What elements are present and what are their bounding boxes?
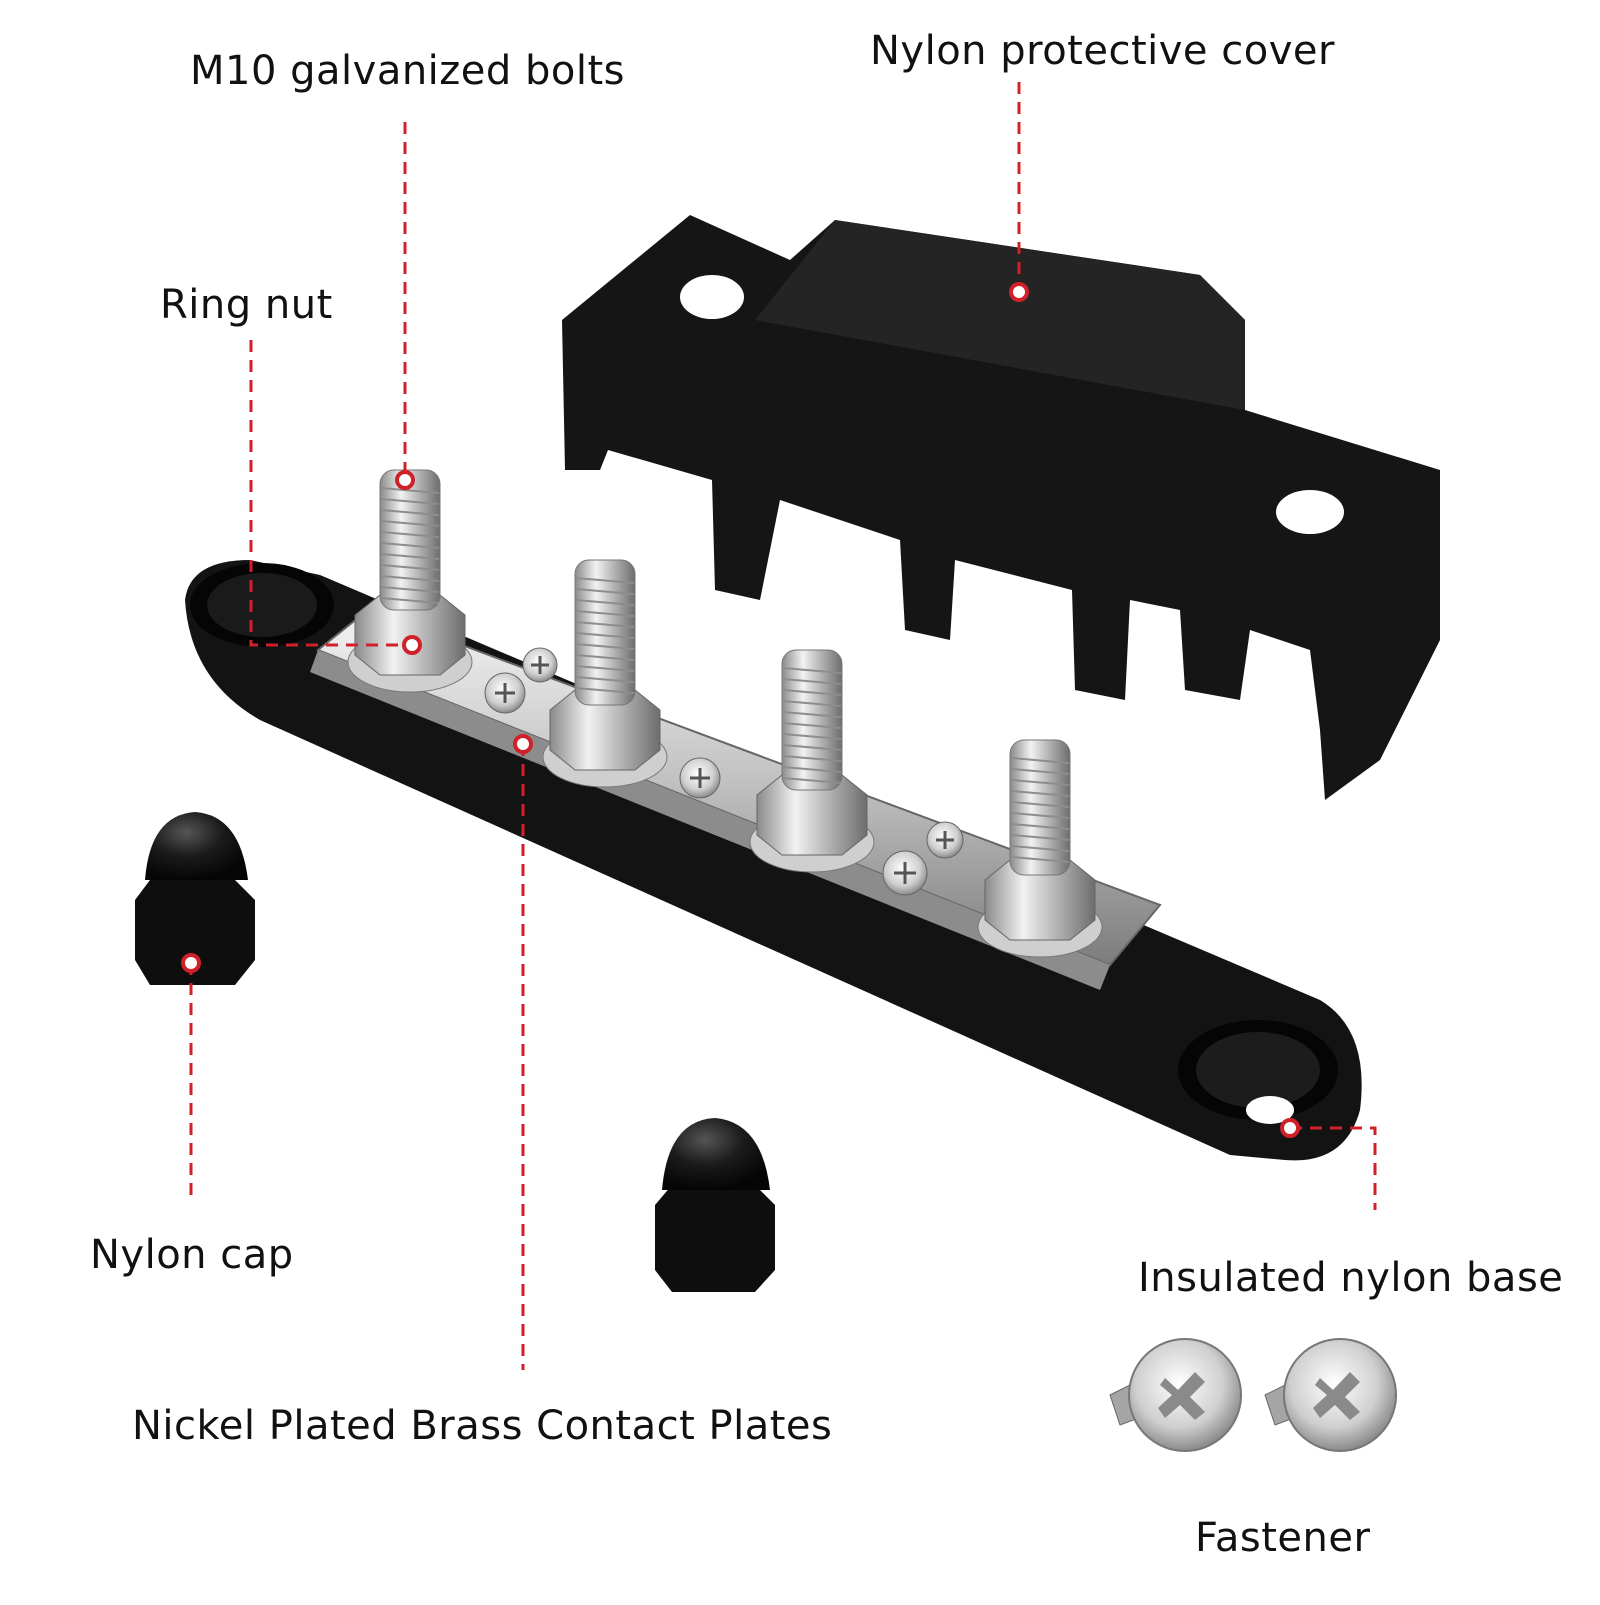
dot-ring-nut bbox=[402, 635, 422, 655]
dot-bolts bbox=[395, 470, 415, 490]
m10-bolts bbox=[347, 469, 1103, 958]
label-nylon-base: Insulated nylon base bbox=[1138, 1255, 1564, 1301]
label-fastener: Fastener bbox=[1195, 1515, 1371, 1561]
label-contact-plates: Nickel Plated Brass Contact Plates bbox=[132, 1403, 833, 1449]
label-ring-nut: Ring nut bbox=[160, 282, 333, 328]
bolt-2 bbox=[542, 559, 668, 788]
fastener-screw bbox=[1109, 1338, 1242, 1452]
leader-ring-nut bbox=[249, 340, 412, 647]
plate-screw bbox=[882, 850, 928, 896]
label-nylon-cap: Nylon cap bbox=[90, 1232, 294, 1278]
leader-lines bbox=[189, 82, 1377, 1370]
leader-dots bbox=[181, 282, 1300, 1138]
plate-screw bbox=[679, 757, 721, 799]
dot-base bbox=[1280, 1118, 1300, 1138]
dot-nylon-cap bbox=[181, 953, 201, 973]
plate-screw bbox=[484, 672, 526, 714]
dot-plates bbox=[513, 734, 533, 754]
label-nylon-cover: Nylon protective cover bbox=[870, 28, 1335, 74]
bolt-1 bbox=[347, 469, 473, 693]
nylon-cap bbox=[655, 1118, 775, 1292]
plate-screw bbox=[522, 647, 558, 683]
leader-base bbox=[1290, 1126, 1377, 1210]
plate-screw bbox=[926, 821, 964, 859]
bolt-4 bbox=[977, 739, 1103, 958]
plate-screws bbox=[484, 647, 964, 896]
nylon-cap bbox=[135, 812, 255, 985]
bolt-3 bbox=[749, 649, 875, 873]
dot-cover bbox=[1009, 282, 1029, 302]
label-m10-bolts: M10 galvanized bolts bbox=[190, 48, 625, 94]
nylon-protective-cover bbox=[562, 215, 1440, 800]
fastener-screw bbox=[1264, 1338, 1397, 1452]
